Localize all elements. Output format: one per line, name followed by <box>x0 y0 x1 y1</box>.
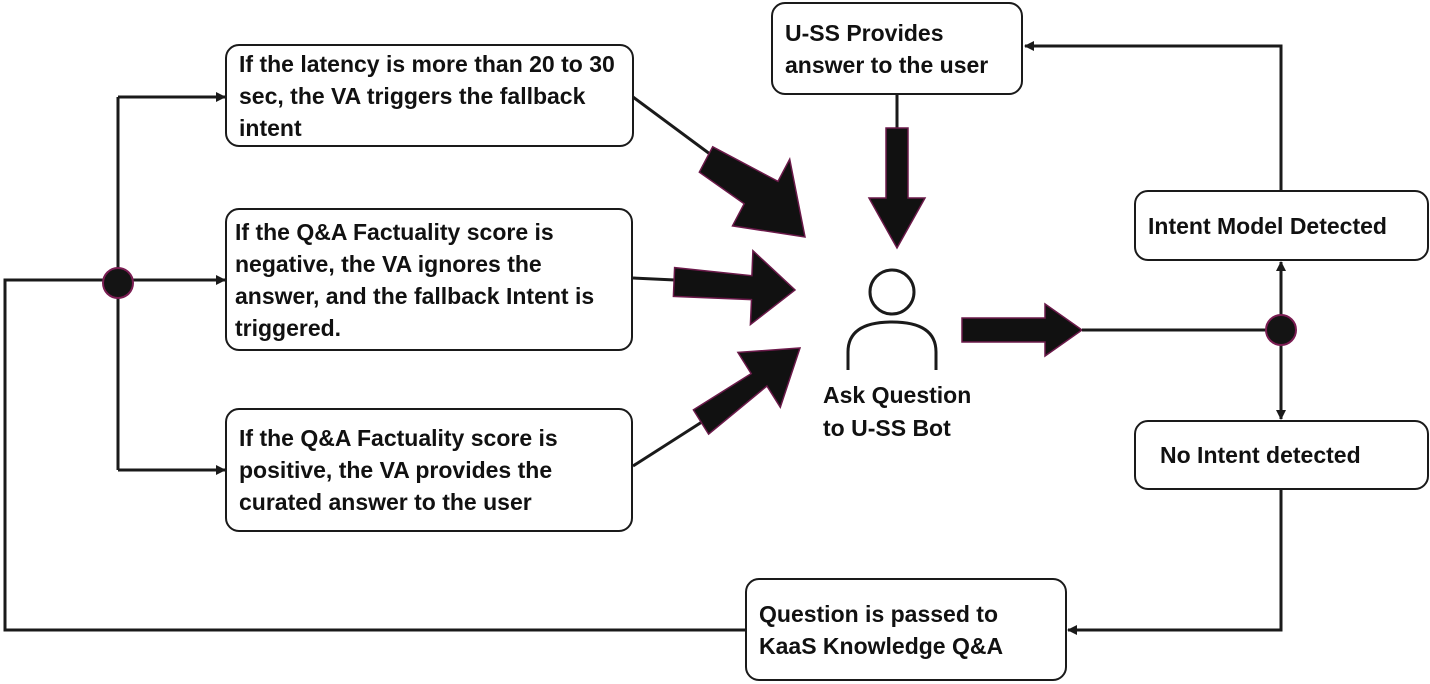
right-junction-node <box>1265 314 1297 346</box>
positive-score-condition-box: If the Q&A Factuality score is positive,… <box>225 408 633 532</box>
person-icon <box>846 268 938 370</box>
uss-provides-answer-box: U-SS Provides answer to the user <box>771 2 1023 95</box>
positive-connector <box>632 418 706 468</box>
latency-condition-text: If the latency is more than 20 to 30 sec… <box>239 50 615 141</box>
thick-arrow-positive <box>692 347 802 436</box>
left-junction-node <box>102 267 134 299</box>
ask-question-label: Ask Question to U-SS Bot <box>823 382 972 441</box>
loop-back-connector <box>3 278 745 632</box>
kaas-knowledge-qa-box: Question is passed to KaaS Knowledge Q&A <box>745 578 1067 681</box>
thick-arrow-latency <box>698 145 806 238</box>
thick-arrow-to-intent <box>961 302 1084 358</box>
kaas-knowledge-qa-text: Question is passed to KaaS Knowledge Q&A <box>759 600 1004 659</box>
intent-to-uss-connector <box>1024 41 1283 190</box>
latency-connector <box>632 95 719 162</box>
intent-model-detected-box: Intent Model Detected <box>1134 190 1429 261</box>
negative-connector <box>632 276 676 282</box>
thick-arrow-uss-down <box>867 127 927 250</box>
uss-provides-answer-text: U-SS Provides answer to the user <box>785 19 989 78</box>
no-intent-detected-box: No Intent detected <box>1134 420 1429 490</box>
positive-score-condition-text: If the Q&A Factuality score is positive,… <box>239 425 558 515</box>
no-intent-to-kaas-connector <box>1067 490 1283 635</box>
no-intent-detected-text: No Intent detected <box>1160 442 1361 468</box>
intent-model-detected-text: Intent Model Detected <box>1148 212 1387 239</box>
thick-arrow-negative <box>672 249 797 327</box>
negative-score-condition-box: If the Q&A Factuality score is negative,… <box>225 208 633 351</box>
negative-score-condition-text: If the Q&A Factuality score is negative,… <box>235 218 595 341</box>
latency-condition-box: If the latency is more than 20 to 30 sec… <box>225 44 634 147</box>
